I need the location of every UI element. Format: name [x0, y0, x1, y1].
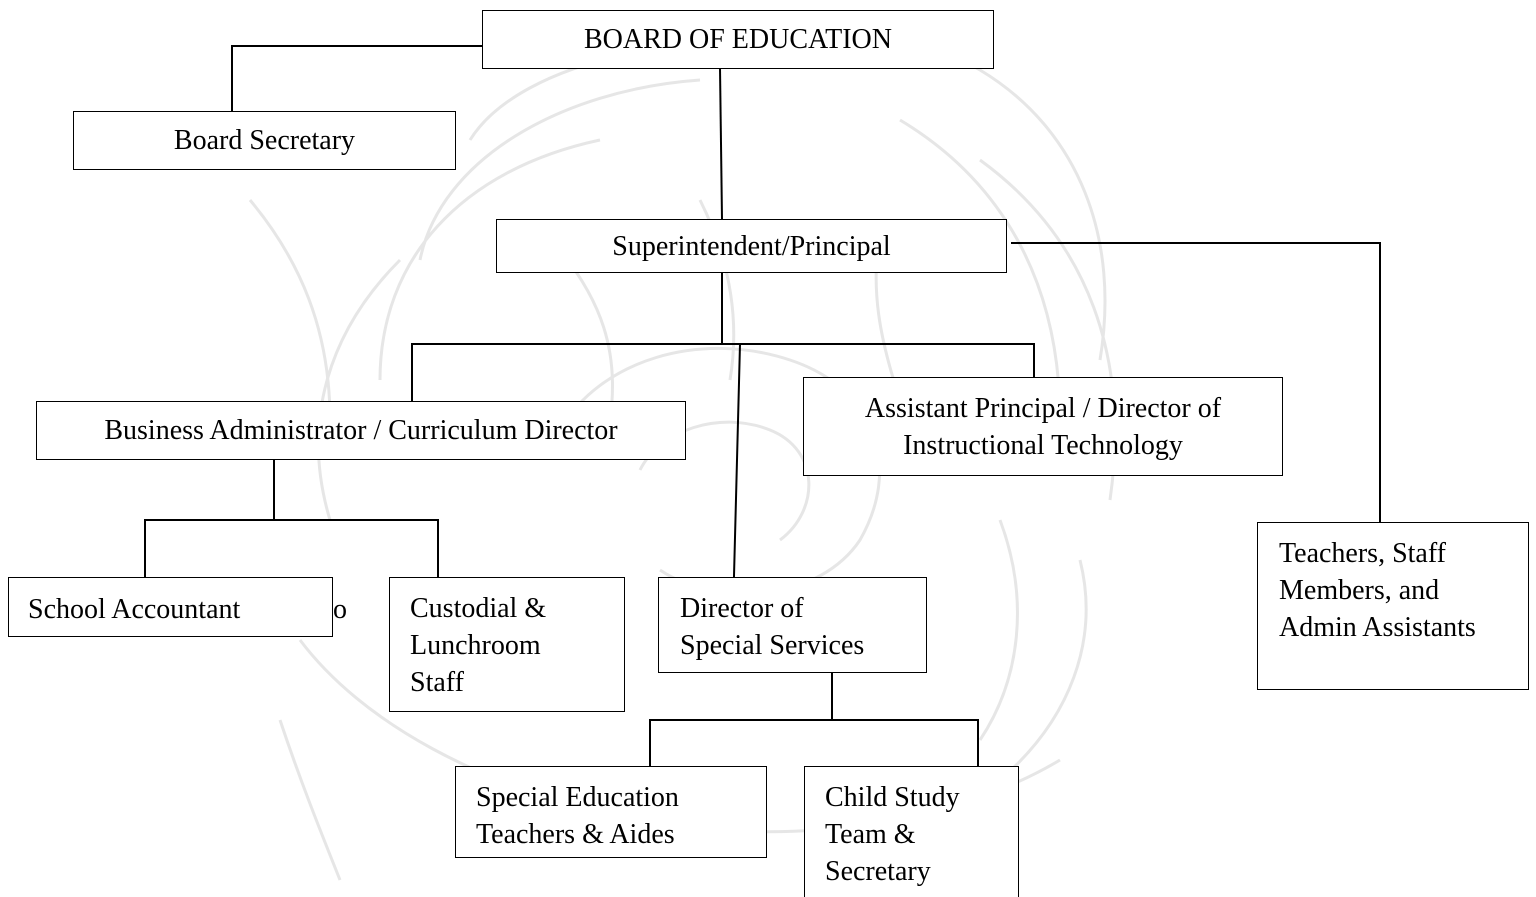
box-teachers-staff: Teachers, Staff Members, and Admin Assis…: [1257, 522, 1529, 690]
assistant-principal-line1: Assistant Principal / Director of: [864, 392, 1222, 424]
connector-bus-to-special-services: [732, 342, 742, 578]
box-school-accountant: School Accountant: [8, 577, 333, 637]
box-board-of-education: BOARD OF EDUCATION: [482, 10, 994, 69]
box-custodial-lunchroom: Custodial & Lunchroom Staff: [389, 577, 625, 712]
custodial-line1: Custodial &: [410, 593, 547, 624]
connector-superintendent-to-teachers: [1011, 242, 1381, 523]
special-education-line2: Teachers & Aides: [476, 819, 675, 850]
connector-board-to-superintendent: [718, 66, 724, 221]
box-child-study-team: Child Study Team & Secretary: [804, 766, 1019, 897]
custodial-line2: Lunchroom: [410, 630, 541, 661]
custodial-line3: Staff: [410, 667, 464, 698]
business-administrator-label: Business Administrator / Curriculum Dire…: [104, 415, 618, 446]
box-business-administrator: Business Administrator / Curriculum Dire…: [36, 401, 686, 460]
director-special-services-line1: Director of: [680, 593, 804, 624]
child-study-line3: Secretary: [825, 856, 931, 887]
box-superintendent-principal: Superintendent/Principal: [496, 219, 1007, 273]
connector-board-to-secretary: [231, 45, 483, 111]
stray-glyph: o: [333, 594, 347, 625]
teachers-staff-line3: Admin Assistants: [1279, 612, 1476, 643]
board-secretary-label: Board Secretary: [173, 125, 356, 156]
director-special-services-line2: Special Services: [680, 630, 865, 661]
teachers-staff-line2: Members, and: [1279, 575, 1440, 606]
box-director-special-services: Director of Special Services: [658, 577, 927, 673]
child-study-line2: Team &: [825, 819, 916, 850]
child-study-line1: Child Study: [825, 782, 960, 813]
box-assistant-principal: Assistant Principal / Director of Instru…: [803, 377, 1283, 476]
school-accountant-label: School Accountant: [28, 594, 241, 625]
special-education-line1: Special Education: [476, 782, 679, 813]
board-of-education-label: BOARD OF EDUCATION: [583, 24, 892, 55]
superintendent-principal-label: Superintendent/Principal: [612, 230, 891, 262]
assistant-principal-line2: Instructional Technology: [903, 429, 1183, 461]
teachers-staff-line1: Teachers, Staff: [1279, 538, 1447, 569]
box-board-secretary: Board Secretary: [73, 111, 456, 170]
box-special-education: Special Education Teachers & Aides: [455, 766, 767, 858]
